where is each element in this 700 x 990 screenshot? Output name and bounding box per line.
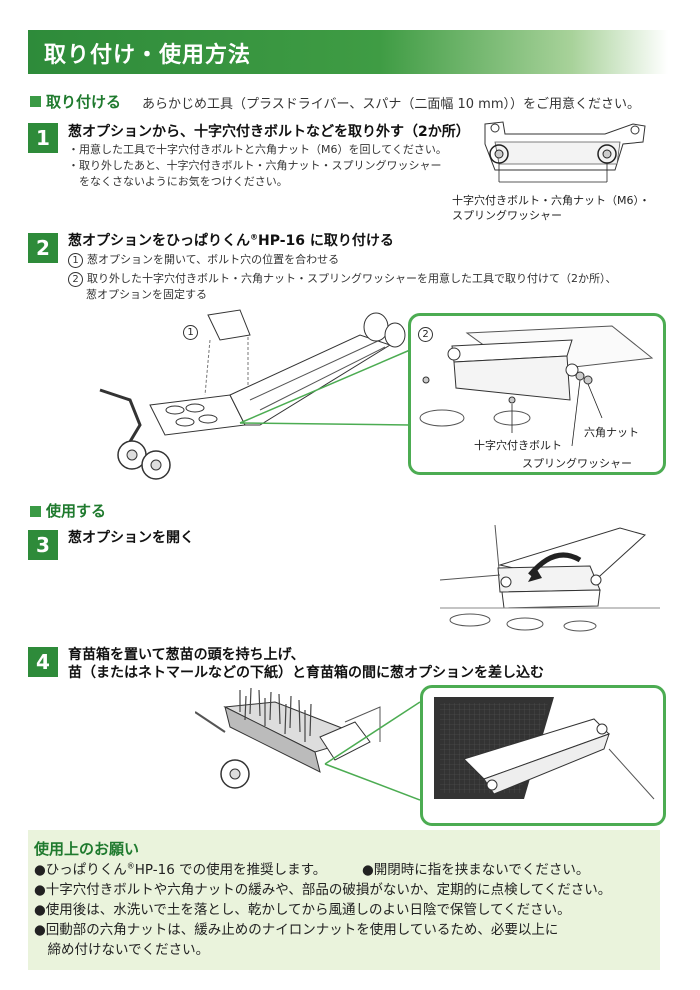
bolt-detail-illustration <box>419 325 654 447</box>
figure-2-marker: 2 <box>418 322 437 342</box>
usage-notes-title: 使用上のお願い <box>34 840 140 858</box>
step-2-title: 葱オプションをひっぱりくん®HP-16 に取り付ける <box>68 232 394 249</box>
seedling-tray-illustration <box>195 687 420 801</box>
label-spring-washer: スプリングワッシャー <box>522 457 632 470</box>
usage-note-4-cont: 締め付けないでください。 <box>34 942 210 958</box>
step-1-number: 1 <box>28 123 58 153</box>
usage-note-4: ●回動部の六角ナットは、緩み止めのナイロンナットを使用しているため、必要以上に <box>34 922 559 938</box>
step-2-sub-2-cont: 葱オプションを固定する <box>86 288 207 301</box>
step-3-title: 葱オプションを開く <box>68 530 194 546</box>
page-title: 取り付け・使用方法 <box>44 43 252 68</box>
usage-note-1b: ●開閉時に指を挟まないでください。 <box>362 862 590 878</box>
step-3-number: 3 <box>28 530 58 560</box>
install-tools-note: あらかじめ工具（プラスドライバー、スパナ（二面幅 10 mm））をご用意ください… <box>142 97 640 112</box>
section-marker <box>30 96 41 107</box>
usage-note-2: ●十字穴付きボルトや六角ナットの緩みや、部品の破損がないか、定期的に点検してくだ… <box>34 882 612 898</box>
section-marker <box>30 506 41 517</box>
title-bar <box>28 30 668 74</box>
tray-detail-illustration <box>434 697 655 800</box>
step-1-bullet: ・用意した工具で十字穴付きボルトと六角ナット（M6）を回してください。 <box>68 143 447 156</box>
step-1-bracket-illustration <box>484 121 646 183</box>
install-section-label: 取り付ける <box>46 93 122 111</box>
step-4-number: 4 <box>28 647 58 677</box>
label-hex-nut: 六角ナット <box>584 426 639 439</box>
figure-1-marker: 1 <box>183 320 202 340</box>
open-option-illustration <box>440 524 660 632</box>
step-1-title: 葱オプションから、十字穴付きボルトなどを取り外す（2か所） <box>68 124 470 140</box>
step-1-bullet: をなくさないようにお気をつけください。 <box>68 175 288 188</box>
cart-illustration <box>99 309 410 480</box>
step-4-title-line-1: 育苗箱を置いて葱苗の頭を持ち上げ、 <box>68 647 305 663</box>
step-2-number: 2 <box>28 233 58 263</box>
usage-note-3: ●使用後は、水洗いで土を落とし、乾かしてから風通しのよい日陰で保管してください。 <box>34 902 571 918</box>
step-1-bullet: ・取り外したあと、十字穴付きボルト・六角ナット・スプリングワッシャー <box>68 159 442 172</box>
label-cross-bolt: 十字穴付きボルト <box>474 439 562 452</box>
use-section-label: 使用する <box>46 502 107 520</box>
usage-notes-box <box>28 830 660 970</box>
step-1-callout: スプリングワッシャー <box>452 209 562 222</box>
usage-note-1: ●ひっぱりくん®HP-16 での使用を推奨します。 <box>34 861 327 879</box>
step-1-callout: 十字穴付きボルト・六角ナット（M6）・ <box>452 194 650 207</box>
step-4-title-line-2: 苗（またはネトマールなどの下紙）と育苗箱の間に葱オプションを差し込む <box>68 665 544 681</box>
